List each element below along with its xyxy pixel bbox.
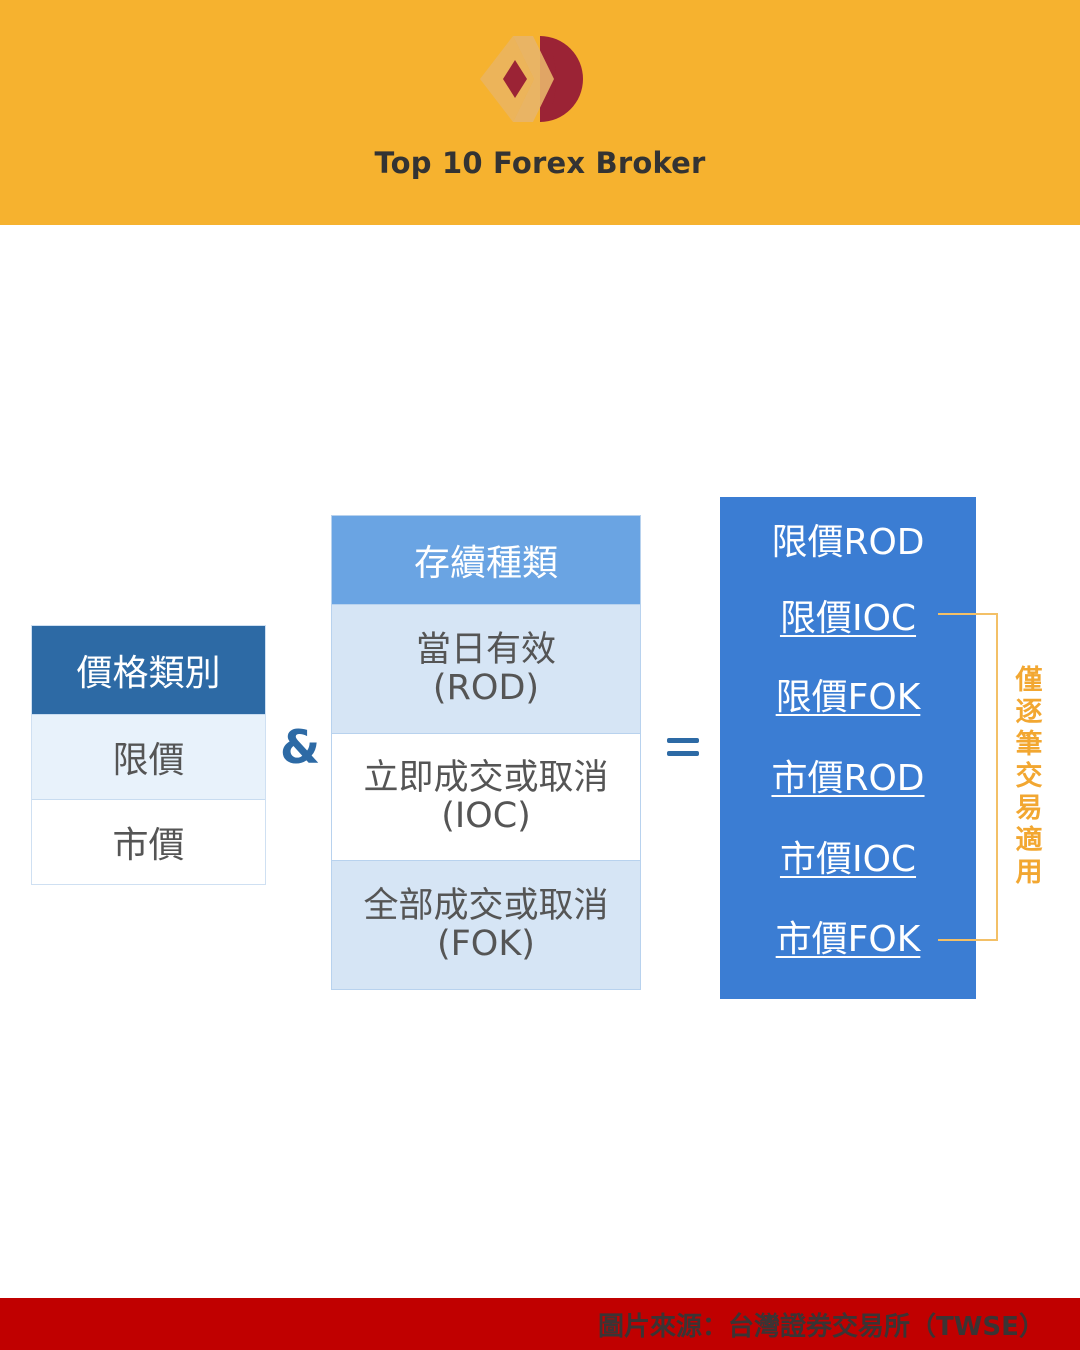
tif-row-code: (IOC) xyxy=(441,796,531,836)
result-limit-ioc[interactable]: 限價IOC xyxy=(779,598,917,639)
and-operator: & xyxy=(280,720,321,774)
footer-bar xyxy=(0,1298,1080,1350)
header-banner: Top 10 Forex Broker xyxy=(0,0,1080,225)
bracket-connector xyxy=(938,613,998,941)
equals-operator xyxy=(667,736,699,762)
result-market-rod[interactable]: 市價ROD xyxy=(771,758,925,799)
image-source-credit: 圖片來源：台灣證券交易所（TWSE） xyxy=(598,1312,1045,1342)
price-type-header: 價格類別 xyxy=(32,626,265,714)
time-in-force-table: 存續種類 當日有效 (ROD) 立即成交或取消 (IOC) 全部成交或取消 (F… xyxy=(331,515,641,990)
tif-row-label: 立即成交或取消 xyxy=(363,758,609,798)
tif-row-ioc: 立即成交或取消 (IOC) xyxy=(332,733,640,860)
result-limit-rod: 限價ROD xyxy=(771,522,925,563)
order-combinations-box: 限價ROD 限價IOC 限價FOK 市價ROD 市價IOC 市價FOK xyxy=(720,497,976,999)
tif-row-code: (FOK) xyxy=(437,924,535,964)
tif-row-label: 當日有效 xyxy=(415,630,556,670)
tif-row-label: 全部成交或取消 xyxy=(363,886,609,926)
result-market-ioc[interactable]: 市價IOC xyxy=(779,839,917,880)
brand-title: Top 10 Forex Broker xyxy=(374,146,706,180)
tif-row-code: (ROD) xyxy=(432,668,540,708)
result-limit-fok[interactable]: 限價FOK xyxy=(775,677,921,718)
time-in-force-header: 存續種類 xyxy=(332,516,640,604)
price-type-row-market: 市價 xyxy=(32,799,265,884)
tif-row-rod: 當日有效 (ROD) xyxy=(332,604,640,733)
price-type-table: 價格類別 限價 市價 xyxy=(31,625,266,885)
tif-row-fok: 全部成交或取消 (FOK) xyxy=(332,860,640,989)
diamond-d-logo-icon xyxy=(480,36,583,122)
price-type-row-limit: 限價 xyxy=(32,714,265,799)
continuous-trading-note: 僅逐筆交易適用 xyxy=(1015,665,1043,888)
result-market-fok[interactable]: 市價FOK xyxy=(775,919,921,960)
